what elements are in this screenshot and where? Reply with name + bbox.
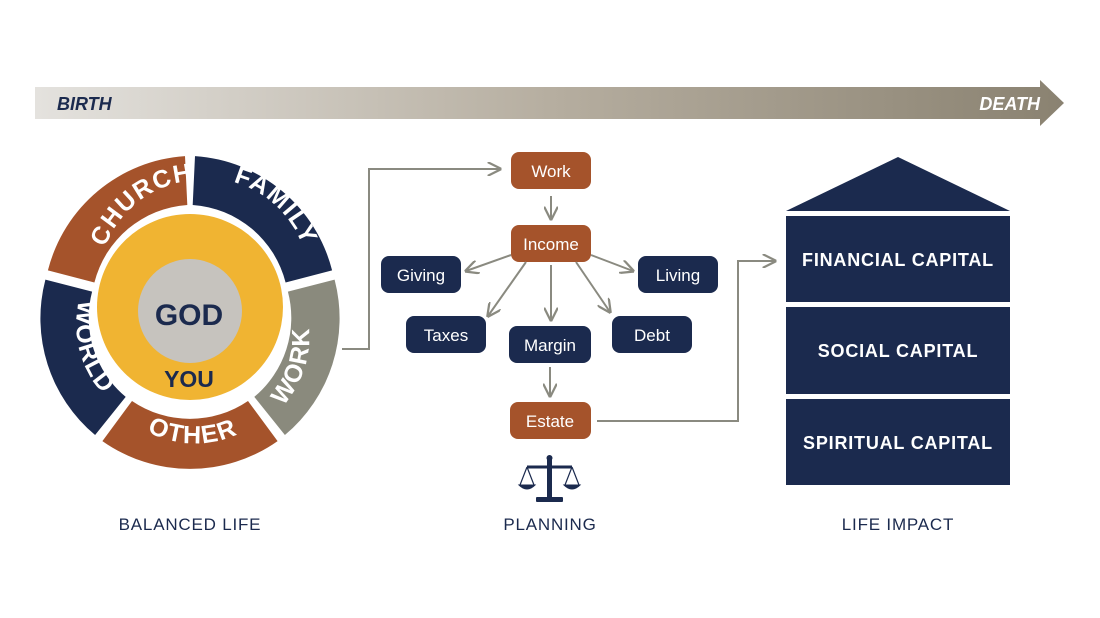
core-label: GOD bbox=[155, 299, 223, 332]
planning-giving-label: Giving bbox=[397, 266, 445, 285]
arrow-income-to-debt bbox=[575, 261, 610, 312]
arrow-income-to-taxes bbox=[488, 261, 527, 316]
planning-debt-label: Debt bbox=[634, 326, 670, 345]
timeline-end-label: DEATH bbox=[979, 94, 1041, 114]
balanced-life-wheel: CHURCH FAMILY WORK OTHER WORLD GOD YOU bbox=[40, 156, 340, 469]
planning-margin-label: Margin bbox=[524, 336, 576, 355]
planning-taxes-label: Taxes bbox=[424, 326, 468, 345]
planning-debt-box bbox=[612, 316, 692, 353]
spiritual-capital-block bbox=[786, 399, 1010, 485]
planning-giving-box bbox=[381, 256, 461, 293]
section-label-life-impact: LIFE IMPACT bbox=[842, 515, 954, 534]
scales-of-justice-icon bbox=[517, 455, 582, 502]
planning-margin-box bbox=[509, 326, 591, 363]
planning-income-label: Income bbox=[523, 235, 579, 254]
planning-living-label: Living bbox=[656, 266, 700, 285]
planning-estate-label: Estate bbox=[526, 412, 574, 431]
financial-capital-label: FINANCIAL CAPITAL bbox=[802, 250, 994, 270]
planning-flow: Work Income Giving Living Taxes Margin D… bbox=[381, 152, 718, 502]
arrow-income-to-living bbox=[590, 254, 633, 271]
section-label-planning: PLANNING bbox=[503, 515, 596, 534]
connector-estate-to-financial bbox=[597, 261, 775, 422]
ring-segment-world bbox=[40, 279, 126, 435]
life-impact-building: FINANCIAL CAPITAL SOCIAL CAPITAL SPIRITU… bbox=[786, 157, 1010, 485]
god-circle bbox=[138, 259, 242, 363]
ring-segment-other bbox=[102, 401, 278, 469]
inner-label: YOU bbox=[164, 366, 214, 392]
ring-segment-church bbox=[47, 156, 188, 283]
ring-segment-family bbox=[192, 156, 333, 283]
planning-income-box bbox=[511, 225, 591, 262]
planning-work-box bbox=[511, 152, 591, 189]
planning-taxes-box bbox=[406, 316, 486, 353]
timeline-start-label: BIRTH bbox=[57, 94, 113, 114]
timeline-arrow bbox=[35, 80, 1064, 126]
planning-estate-box bbox=[510, 402, 591, 439]
planning-work-label: Work bbox=[531, 162, 571, 181]
social-capital-label: SOCIAL CAPITAL bbox=[818, 341, 979, 361]
ring-segment-work bbox=[254, 279, 340, 435]
building-roof bbox=[786, 157, 1010, 211]
social-capital-block bbox=[786, 307, 1010, 394]
spiritual-capital-label: SPIRITUAL CAPITAL bbox=[803, 433, 993, 453]
section-label-balanced-life: BALANCED LIFE bbox=[119, 515, 262, 534]
connector-wheel-to-work bbox=[342, 169, 500, 350]
planning-living-box bbox=[638, 256, 718, 293]
arrow-income-to-giving bbox=[466, 254, 512, 271]
financial-capital-block bbox=[786, 216, 1010, 302]
timeline: BIRTH DEATH bbox=[35, 80, 1064, 126]
